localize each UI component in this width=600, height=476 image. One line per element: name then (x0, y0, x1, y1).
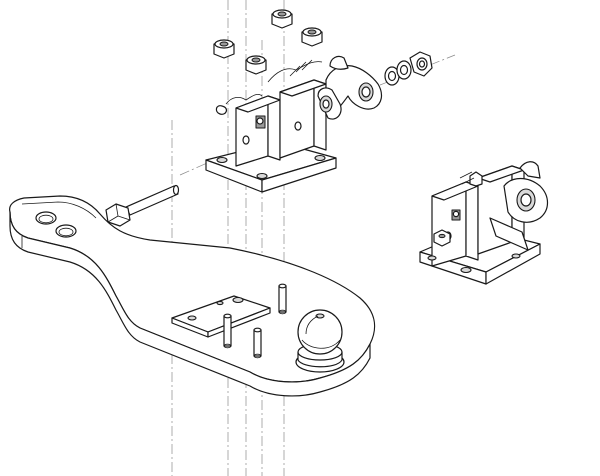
lock-nut-2 (213, 39, 235, 59)
assembled-hitch-view (419, 161, 549, 285)
lock-nut-4 (245, 55, 267, 75)
assembly-axis-lines (171, 0, 456, 476)
bracket-towers (215, 59, 327, 167)
hex-bolt (105, 184, 180, 227)
hex-nut-side (409, 51, 433, 77)
locating-pins (223, 283, 287, 359)
washer-2 (396, 60, 412, 80)
tow-bar-plate (9, 195, 376, 397)
lock-nut-3 (301, 27, 323, 47)
lock-nut-1 (271, 9, 293, 29)
bracket-base-plate (205, 141, 337, 193)
tow-ball (295, 309, 345, 373)
clevis-link (317, 55, 383, 120)
